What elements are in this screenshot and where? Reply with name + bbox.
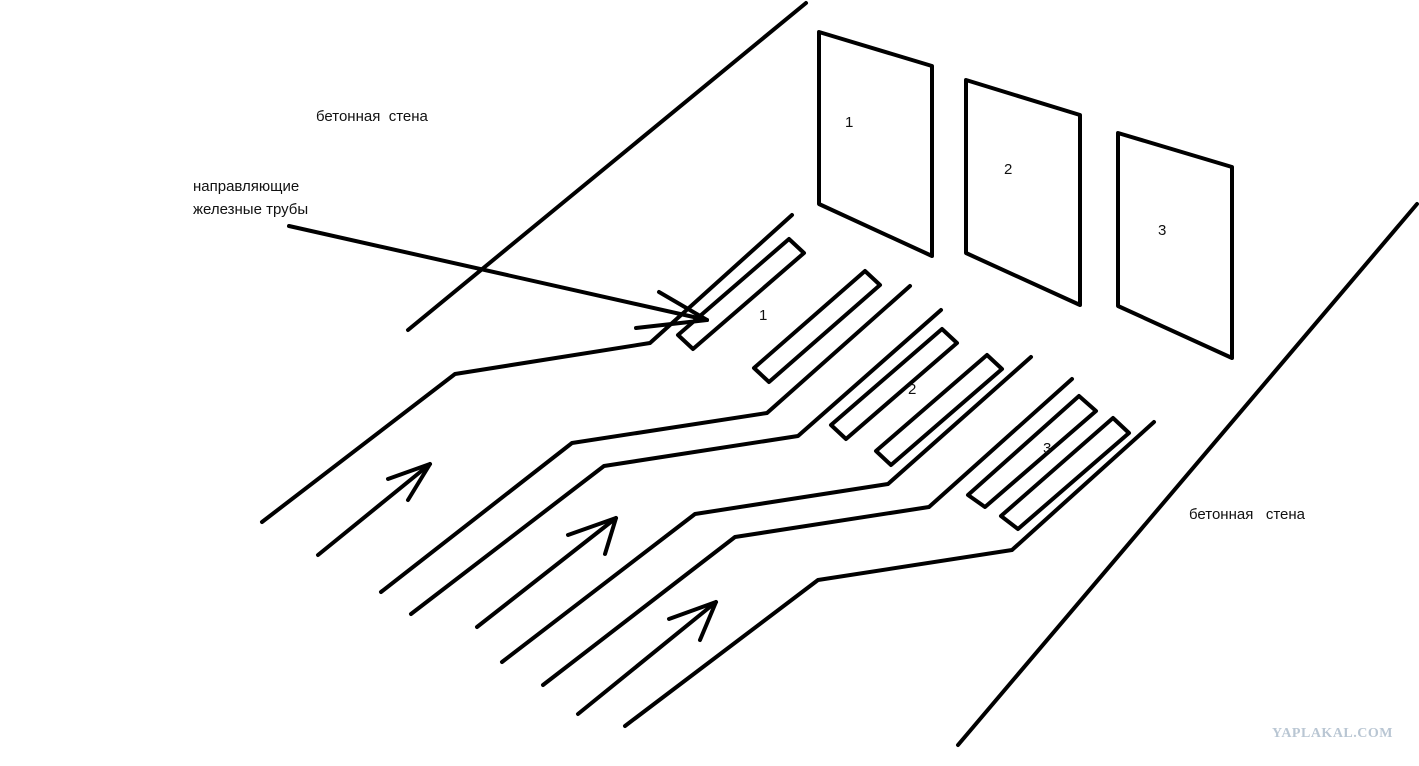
entry-line-2 [475, 516, 618, 629]
lane-number-3: 3 [1043, 440, 1052, 457]
watermark: YAPLAKAL.COM [1272, 726, 1393, 741]
pipe-1a [676, 237, 806, 351]
wall-label-top: бетонная стена [316, 108, 428, 127]
arrow-head-2 [566, 516, 618, 556]
wall-label-bottom-word2: стена [1265, 506, 1306, 523]
pointer-arrow-head [634, 290, 709, 330]
pipe-3a [966, 394, 1098, 509]
pipe-1b [752, 269, 882, 384]
pipe-3b [999, 416, 1131, 531]
gate-1 [817, 30, 934, 258]
gate-number-1: 1 [845, 114, 854, 131]
wall-label-top-word2: стена [388, 108, 428, 125]
arrow-head-1 [386, 462, 432, 502]
pipes-label-line1: направляющие [193, 178, 300, 195]
pipe-2a [829, 327, 959, 441]
lane-number-2: 2 [908, 381, 917, 398]
lane-line-e [541, 377, 1074, 687]
entry-line-1 [316, 462, 432, 557]
wall-label-bottom: бетонная стена [1189, 506, 1305, 525]
gate-2 [964, 78, 1082, 307]
lane-line-c [409, 308, 943, 616]
wall-label-top-word1: бетонная [316, 108, 381, 125]
lane-number-1: 1 [759, 307, 768, 324]
gate-number-2: 2 [1004, 161, 1013, 178]
concrete-wall-bottom [956, 202, 1419, 747]
lane-line-a [260, 213, 794, 524]
lane-line-b [379, 284, 912, 594]
lane-line-f [623, 420, 1156, 728]
pointer-arrow-line [287, 224, 709, 322]
pipe-2b [874, 353, 1004, 467]
entry-line-3 [576, 600, 718, 716]
lane-line-d [500, 355, 1033, 664]
gate-3 [1116, 131, 1234, 360]
gate-number-3: 3 [1158, 222, 1167, 239]
concrete-wall-top [406, 1, 808, 332]
wall-label-bottom-word1: бетонная [1189, 506, 1254, 523]
arrow-head-3 [667, 600, 718, 642]
pipes-label-line2: железные трубы [193, 201, 309, 218]
